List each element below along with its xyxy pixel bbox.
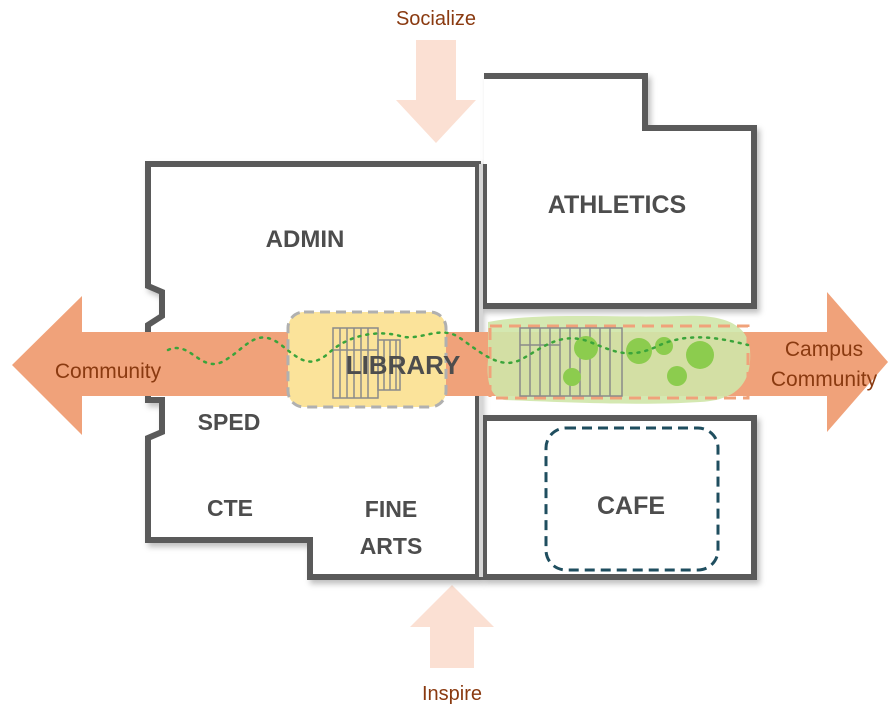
community-corridor-arrow <box>12 292 888 435</box>
tree-icon <box>655 337 673 355</box>
wandering-path <box>166 331 750 366</box>
room-label-fine-arts-line1: FINE <box>365 496 417 522</box>
building-cafe-wing <box>481 415 757 580</box>
library-zone <box>286 310 448 409</box>
library-stair-hatch <box>332 327 401 399</box>
building-athletics <box>481 73 757 309</box>
flow-label-community: Community <box>55 360 162 383</box>
flow-label-inspire: Inspire <box>422 683 482 705</box>
inspire-arrow-shape <box>410 585 494 668</box>
flow-label-socialize: Socialize <box>396 8 476 30</box>
room-label-athletics: ATHLETICS <box>548 191 686 219</box>
cafe-zone <box>544 426 720 572</box>
tree-icon <box>686 341 714 369</box>
socialize-arrow <box>396 40 476 143</box>
courtyard-dashed-zone <box>488 324 750 400</box>
flow-label-campus: Campus <box>785 338 863 361</box>
tree-icon <box>563 368 581 386</box>
room-label-admin: ADMIN <box>266 226 345 253</box>
room-label-fine-arts-line2: ARTS <box>360 533 423 559</box>
room-label-library: LIBRARY <box>346 350 461 380</box>
tree-icon <box>667 366 687 386</box>
tree-icon <box>626 338 652 364</box>
room-label-sped: SPED <box>198 409 261 435</box>
room-label-cte: CTE <box>207 495 253 521</box>
flow-label-campus-community: Community <box>771 368 878 391</box>
room-label-cafe: CAFE <box>597 492 665 520</box>
